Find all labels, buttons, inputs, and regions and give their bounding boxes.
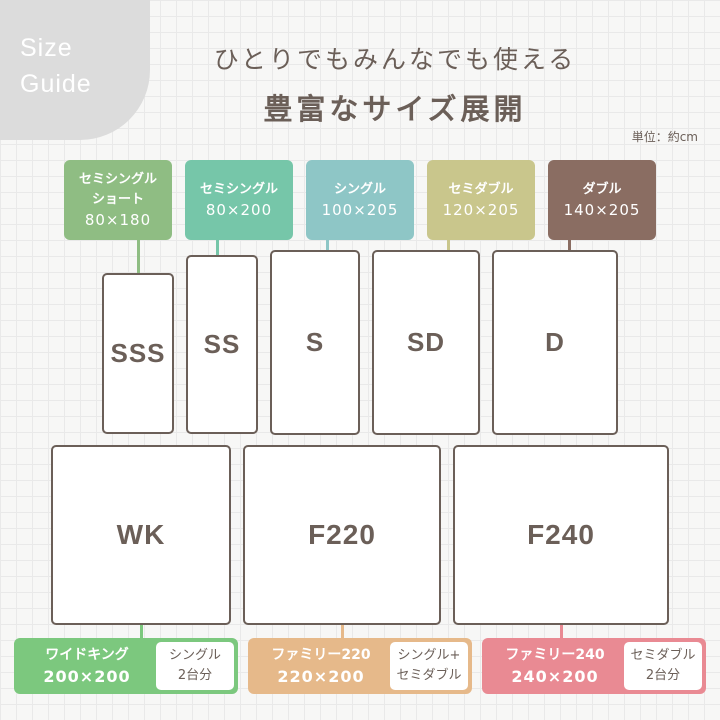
connector-line xyxy=(341,625,344,639)
connector-line xyxy=(447,240,450,252)
subtitle: ひとりでもみんなでも使える xyxy=(213,45,577,74)
box-ss: SS xyxy=(186,255,258,434)
connector-line xyxy=(216,240,219,256)
tag-name: ファミリー240 xyxy=(505,647,605,663)
box-sd: SD xyxy=(372,250,480,435)
box-s: S xyxy=(270,250,360,435)
connector-line xyxy=(568,240,571,252)
tag-size: 100×205 xyxy=(321,201,399,219)
connector-line xyxy=(140,625,143,639)
size-guide-corner: Size Guide xyxy=(0,0,150,140)
tag-size: 200×200 xyxy=(43,667,131,686)
unit-label: 単位：約cm xyxy=(631,130,698,144)
tag-note-line2: セミダブル xyxy=(396,668,462,683)
tag-semi-double: セミダブル 120×205 xyxy=(427,160,535,240)
tag-name-2: ショート xyxy=(91,192,144,207)
tag-size: 80×180 xyxy=(84,211,152,229)
size-guide-line1: Size xyxy=(20,34,73,62)
tag-size: 220×200 xyxy=(277,667,365,686)
box-f220: F220 xyxy=(243,445,441,625)
tag-single: シングル 100×205 xyxy=(306,160,414,240)
tag-family-240: ファミリー240 240×200 セミダブル 2台分 xyxy=(482,638,706,694)
tag-wide-king: ワイドキング 200×200 シングル 2台分 xyxy=(14,638,238,694)
tag-size: 240×200 xyxy=(511,667,599,686)
tag-name: ワイドキング xyxy=(45,647,129,663)
tag-name: セミダブル xyxy=(448,182,514,197)
tag-note-line1: セミダブル xyxy=(630,648,696,663)
page-title: 豊富なサイズ展開 xyxy=(263,92,527,126)
connector-line xyxy=(560,625,563,639)
tag-name: ダブル xyxy=(582,182,622,197)
connector-line xyxy=(137,240,140,274)
tag-note: セミダブル 2台分 xyxy=(624,642,702,690)
box-d: D xyxy=(492,250,618,435)
tag-name: シングル xyxy=(333,182,386,197)
tag-note-line1: シングル xyxy=(168,648,221,663)
tag-semi-single-short: セミシングル ショート 80×180 xyxy=(64,160,172,240)
tag-name: セミシングル xyxy=(199,182,278,197)
tag-semi-single: セミシングル 80×200 xyxy=(185,160,293,240)
tag-size: 140×205 xyxy=(563,201,641,219)
box-f240: F240 xyxy=(453,445,669,625)
tag-note-line2: 2台分 xyxy=(177,668,213,683)
tag-family-220: ファミリー220 220×200 シングル+ セミダブル xyxy=(248,638,472,694)
size-guide-line2: Guide xyxy=(20,70,92,98)
box-sss: SSS xyxy=(102,273,174,434)
tag-note: シングル+ セミダブル xyxy=(390,642,468,690)
tag-size: 80×200 xyxy=(205,201,273,219)
tag-note-line2: 2台分 xyxy=(645,668,681,683)
tag-main: ワイドキング 200×200 xyxy=(18,642,156,690)
tag-name: ファミリー220 xyxy=(271,647,371,663)
tag-main: ファミリー220 220×200 xyxy=(252,642,390,690)
tag-double: ダブル 140×205 xyxy=(548,160,656,240)
tag-name: セミシングル xyxy=(78,172,157,187)
tag-size: 120×205 xyxy=(442,201,520,219)
tag-main: ファミリー240 240×200 xyxy=(486,642,624,690)
tag-note: シングル 2台分 xyxy=(156,642,234,690)
box-wk: WK xyxy=(51,445,231,625)
tag-note-line1: シングル+ xyxy=(397,648,461,663)
connector-line xyxy=(326,240,329,252)
